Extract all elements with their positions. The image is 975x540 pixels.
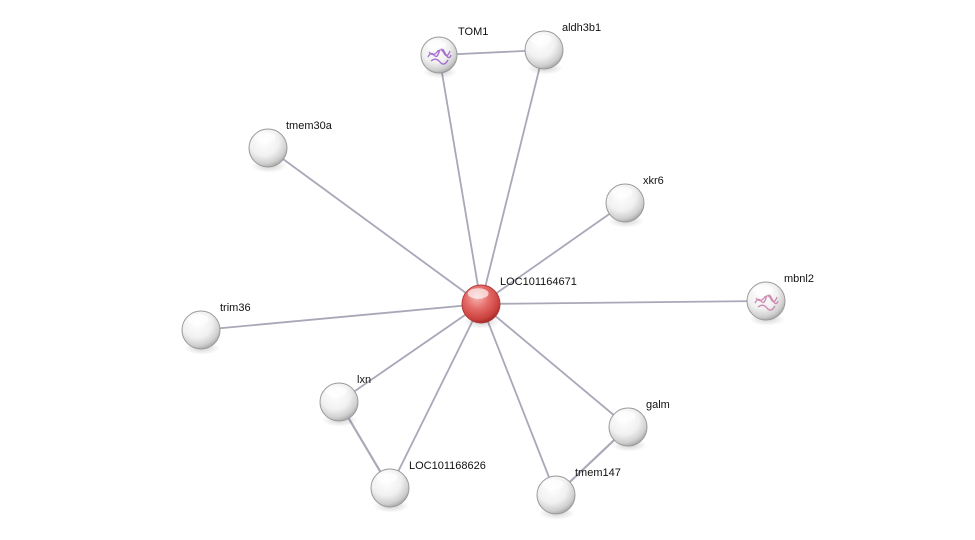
node-label: LOC101164671: [500, 276, 577, 288]
nodes-layer: LOC101164671 TOM1 aldh3b1 tmem30a xkr6 mbnl2 t…: [181, 22, 814, 520]
node-highlight: [426, 40, 447, 51]
node-loc101168626[interactable]: LOC101168626: [370, 460, 486, 513]
node-aldh3b1[interactable]: aldh3b1: [524, 22, 601, 75]
edge-center-loc101168626: [389, 303, 482, 489]
node-tom1[interactable]: TOM1: [420, 26, 488, 79]
edge-center-aldh3b1: [480, 49, 545, 305]
node-trim36[interactable]: trim36: [181, 302, 251, 355]
node-label: LOC101168626: [409, 460, 486, 472]
protein-structure-icon: [754, 294, 779, 311]
node-highlight: [614, 411, 636, 422]
node-highlight: [542, 479, 564, 490]
node-highlight: [611, 187, 633, 198]
node-label: tmem147: [575, 467, 621, 479]
node-label: tmem30a: [286, 120, 333, 132]
edge-center-xkr6: [480, 202, 626, 305]
node-center[interactable]: LOC101164671: [461, 276, 577, 329]
node-highlight: [530, 34, 552, 45]
node-highlight: [254, 132, 276, 143]
edge-center-tmem147: [480, 303, 557, 496]
node-label: aldh3b1: [562, 22, 601, 34]
node-label: TOM1: [458, 26, 488, 38]
node-mbnl2[interactable]: mbnl2: [746, 273, 814, 326]
node-label: lxn: [357, 374, 371, 386]
node-tmem147[interactable]: tmem147: [536, 467, 621, 520]
node-highlight: [752, 285, 774, 296]
node-highlight: [325, 386, 347, 397]
node-label: mbnl2: [784, 273, 814, 285]
node-highlight: [187, 314, 209, 325]
edge-center-galm: [480, 303, 629, 428]
protein-structure-icon: [427, 48, 452, 65]
edge-center-tom1: [438, 54, 482, 305]
node-label: xkr6: [643, 175, 664, 187]
node-lxn[interactable]: lxn: [319, 374, 371, 427]
node-label: galm: [646, 399, 670, 411]
edge-center-lxn: [338, 303, 482, 403]
node-xkr6[interactable]: xkr6: [605, 175, 664, 228]
edge-center-trim36: [200, 303, 482, 331]
node-galm[interactable]: galm: [608, 399, 670, 452]
node-highlight: [467, 288, 489, 299]
edge-center-tmem30a: [267, 147, 482, 305]
edges-layer: [200, 49, 767, 496]
node-tmem30a[interactable]: tmem30a: [248, 120, 333, 173]
node-highlight: [376, 472, 398, 483]
node-label: trim36: [220, 302, 251, 314]
edge-center-mbnl2: [480, 300, 767, 305]
